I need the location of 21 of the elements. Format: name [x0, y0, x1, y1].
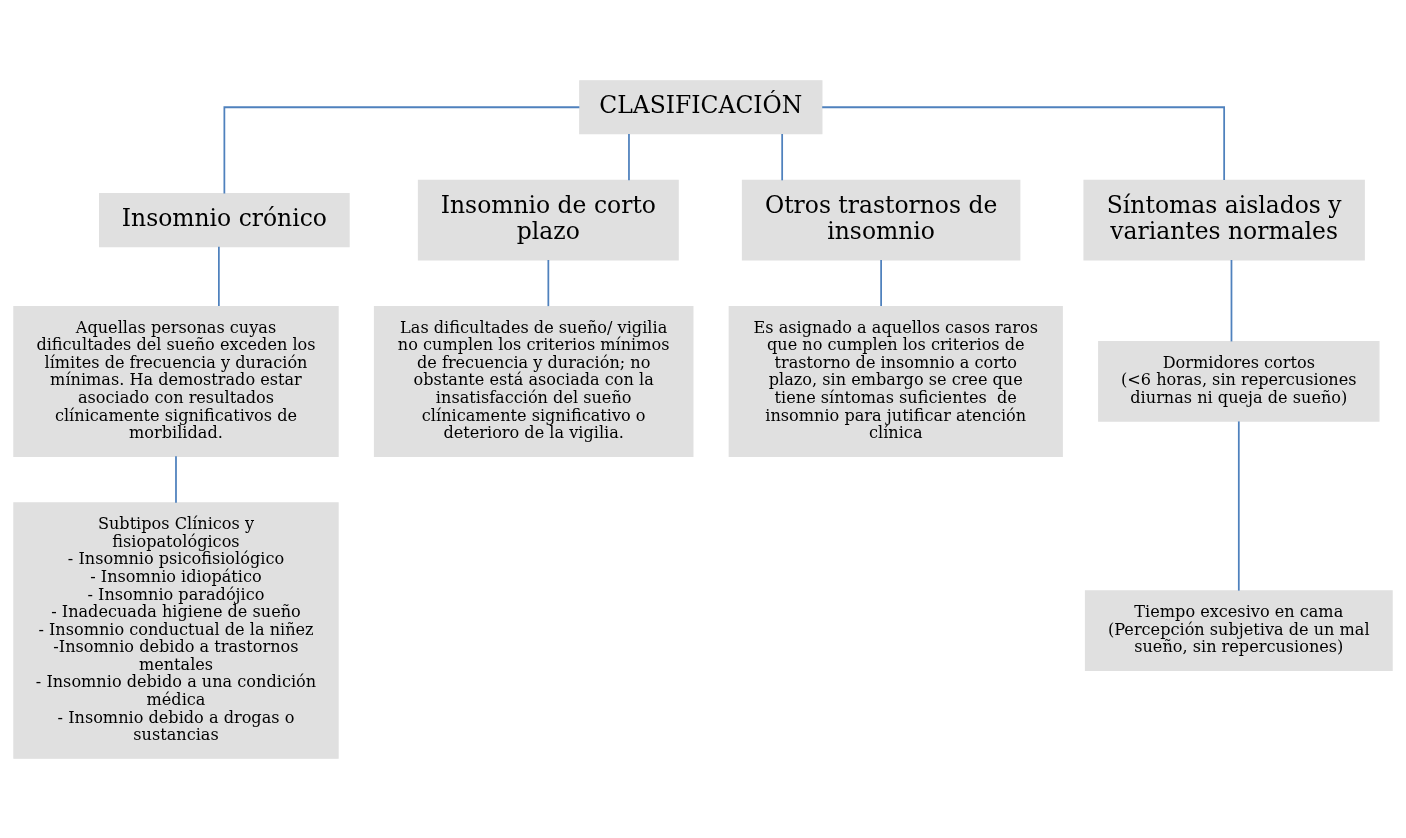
connector	[223, 105, 581, 194]
node-box: Aquellas personas cuyas dificultades del sueño exceden los límites de frecuencia y duración mínimas. Ha demostrado estar asociado con resultados clínicamente significativos de morbilidad.	[13, 305, 339, 457]
connector	[628, 132, 630, 181]
node-box: Tiempo excesivo en cama (Percepción subjetiva de un mal sueño, sin repercusiones)	[1084, 589, 1393, 671]
node-box: Las dificultades de sueño/ vigilia no cumplen los criterios mínimos de frecuencia y duración; no obstante está asociada con la insatisfacción del sueño clínicamente significativo o deterioro de la vigilia.	[373, 305, 694, 457]
connector	[781, 132, 784, 181]
node-box: Insomnio crónico	[99, 192, 350, 247]
node-box: CLASIFICACIÓN	[579, 79, 823, 134]
connector	[175, 454, 177, 504]
connector	[1230, 258, 1233, 342]
node-box: Dormidores cortos (<6 horas, sin repercusiones diurnas ni queja de sueño)	[1098, 340, 1380, 422]
connector	[547, 258, 550, 307]
connector	[821, 105, 1226, 181]
connector	[880, 258, 882, 307]
node-box: Otros trastornos de insomnio	[741, 179, 1021, 260]
connector	[1237, 420, 1240, 592]
node-box: Es asignado a aquellos casos raros que no cumplen los criterios de trastorno de insomnio a corto plazo, sin embargo se cree que tiene síntomas suficientes de insomnio para jutificar atención clínica	[728, 305, 1063, 457]
node-box: Subtipos Clínicos y fisiopatológicos - Insomnio psicofisiológico - Insomnio idiopático - Insomnio paradójico - Inadecuada higiene de sueño - Insomnio conductual de la niñez -Insomnio debido a trastornos mentales - Insomnio debido a una condición médica - Insomnio debido a drogas o sustancias	[13, 501, 339, 759]
node-box: Insomnio de corto plazo	[417, 179, 679, 260]
connector	[218, 245, 220, 307]
node-box: Síntomas aislados y variantes normales	[1083, 179, 1365, 260]
